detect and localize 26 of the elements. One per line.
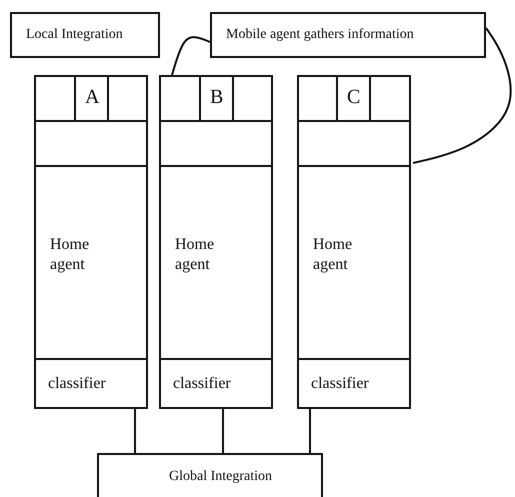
column-letter: C [347, 87, 360, 107]
column-letter: A [85, 87, 100, 107]
classifier-label: classifier [311, 374, 369, 394]
header-cell [336, 75, 371, 120]
home-agent-label: Home agent [175, 235, 216, 275]
column-letter: B [210, 87, 224, 107]
label-box [210, 12, 486, 58]
header-cell [74, 75, 109, 120]
home-agent-label: Home agent [313, 235, 354, 275]
header-cell [199, 75, 234, 120]
connector-line [222, 409, 224, 453]
box-label: Global Integration [169, 468, 272, 486]
connector-line [134, 409, 136, 453]
agent-column-box [297, 75, 411, 409]
home-agent-label: Home agent [50, 235, 90, 275]
connector-line [309, 409, 311, 453]
classifier-label: classifier [173, 374, 231, 394]
agent-column-box [159, 75, 273, 409]
connector-line [412, 27, 512, 164]
label-box [97, 453, 323, 497]
box-label: Mobile agent gathers information [226, 26, 414, 44]
label-box [10, 12, 160, 58]
box-label: Local Integration [26, 26, 123, 44]
agent-column-box [34, 75, 148, 409]
classifier-label: classifier [48, 374, 106, 394]
connector-line [171, 36, 210, 76]
